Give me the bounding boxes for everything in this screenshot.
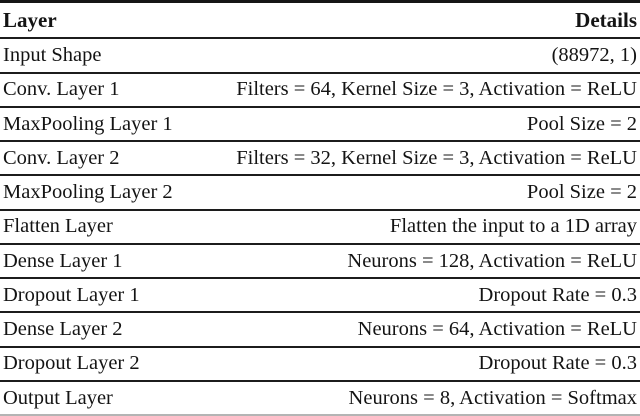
table-row: Output Layer Neurons = 8, Activation = S… — [0, 379, 640, 414]
table-header-row: Layer Details — [0, 3, 640, 37]
layer-details-cell: Flatten the input to a 1D array — [389, 215, 637, 238]
layer-name-cell: Flatten Layer — [3, 215, 113, 238]
layer-name-cell: Conv. Layer 2 — [3, 146, 120, 169]
table-row: Flatten Layer Flatten the input to a 1D … — [0, 208, 640, 243]
layer-name-cell: MaxPooling Layer 1 — [3, 112, 173, 135]
table-row: Dense Layer 2 Neurons = 64, Activation =… — [0, 311, 640, 345]
table-row: MaxPooling Layer 1 Pool Size = 2 — [0, 105, 640, 140]
layer-name-cell: Dense Layer 2 — [3, 318, 123, 341]
layer-details-cell: Neurons = 8, Activation = Softmax — [348, 386, 637, 409]
layer-details-cell: (88972, 1) — [551, 44, 637, 67]
layer-details-cell: Pool Size = 2 — [526, 181, 637, 204]
layer-name-cell: MaxPooling Layer 2 — [3, 181, 173, 204]
layer-details-cell: Filters = 32, Kernel Size = 3, Activatio… — [236, 146, 637, 169]
layer-name-cell: Dropout Layer 2 — [3, 352, 140, 375]
layer-details-cell: Dropout Rate = 0.3 — [478, 283, 637, 306]
table-row: Dropout Layer 2 Dropout Rate = 0.3 — [0, 345, 640, 380]
layer-name-cell: Conv. Layer 1 — [3, 78, 120, 101]
layer-name-cell: Dense Layer 1 — [3, 249, 123, 272]
layer-name-cell: Output Layer — [3, 386, 113, 409]
layer-name-cell: Dropout Layer 1 — [3, 283, 140, 306]
column-header-details: Details — [575, 7, 637, 32]
layer-name-cell: Input Shape — [3, 44, 102, 67]
table-row: MaxPooling Layer 2 Pool Size = 2 — [0, 174, 640, 208]
layer-details-cell: Dropout Rate = 0.3 — [478, 352, 637, 375]
layer-details-cell: Filters = 64, Kernel Size = 3, Activatio… — [236, 78, 637, 101]
layer-details-cell: Neurons = 128, Activation = ReLU — [347, 249, 637, 272]
table-row: Dropout Layer 1 Dropout Rate = 0.3 — [0, 277, 640, 311]
layer-details-cell: Pool Size = 2 — [526, 112, 637, 135]
table-body: Input Shape (88972, 1) Conv. Layer 1 Fil… — [0, 37, 640, 414]
table-row: Dense Layer 1 Neurons = 128, Activation … — [0, 242, 640, 277]
table-row: Input Shape (88972, 1) — [0, 37, 640, 71]
column-header-layer: Layer — [3, 7, 57, 32]
table-row: Conv. Layer 2 Filters = 32, Kernel Size … — [0, 140, 640, 174]
layer-details-cell: Neurons = 64, Activation = ReLU — [357, 318, 637, 341]
table-row: Conv. Layer 1 Filters = 64, Kernel Size … — [0, 71, 640, 106]
